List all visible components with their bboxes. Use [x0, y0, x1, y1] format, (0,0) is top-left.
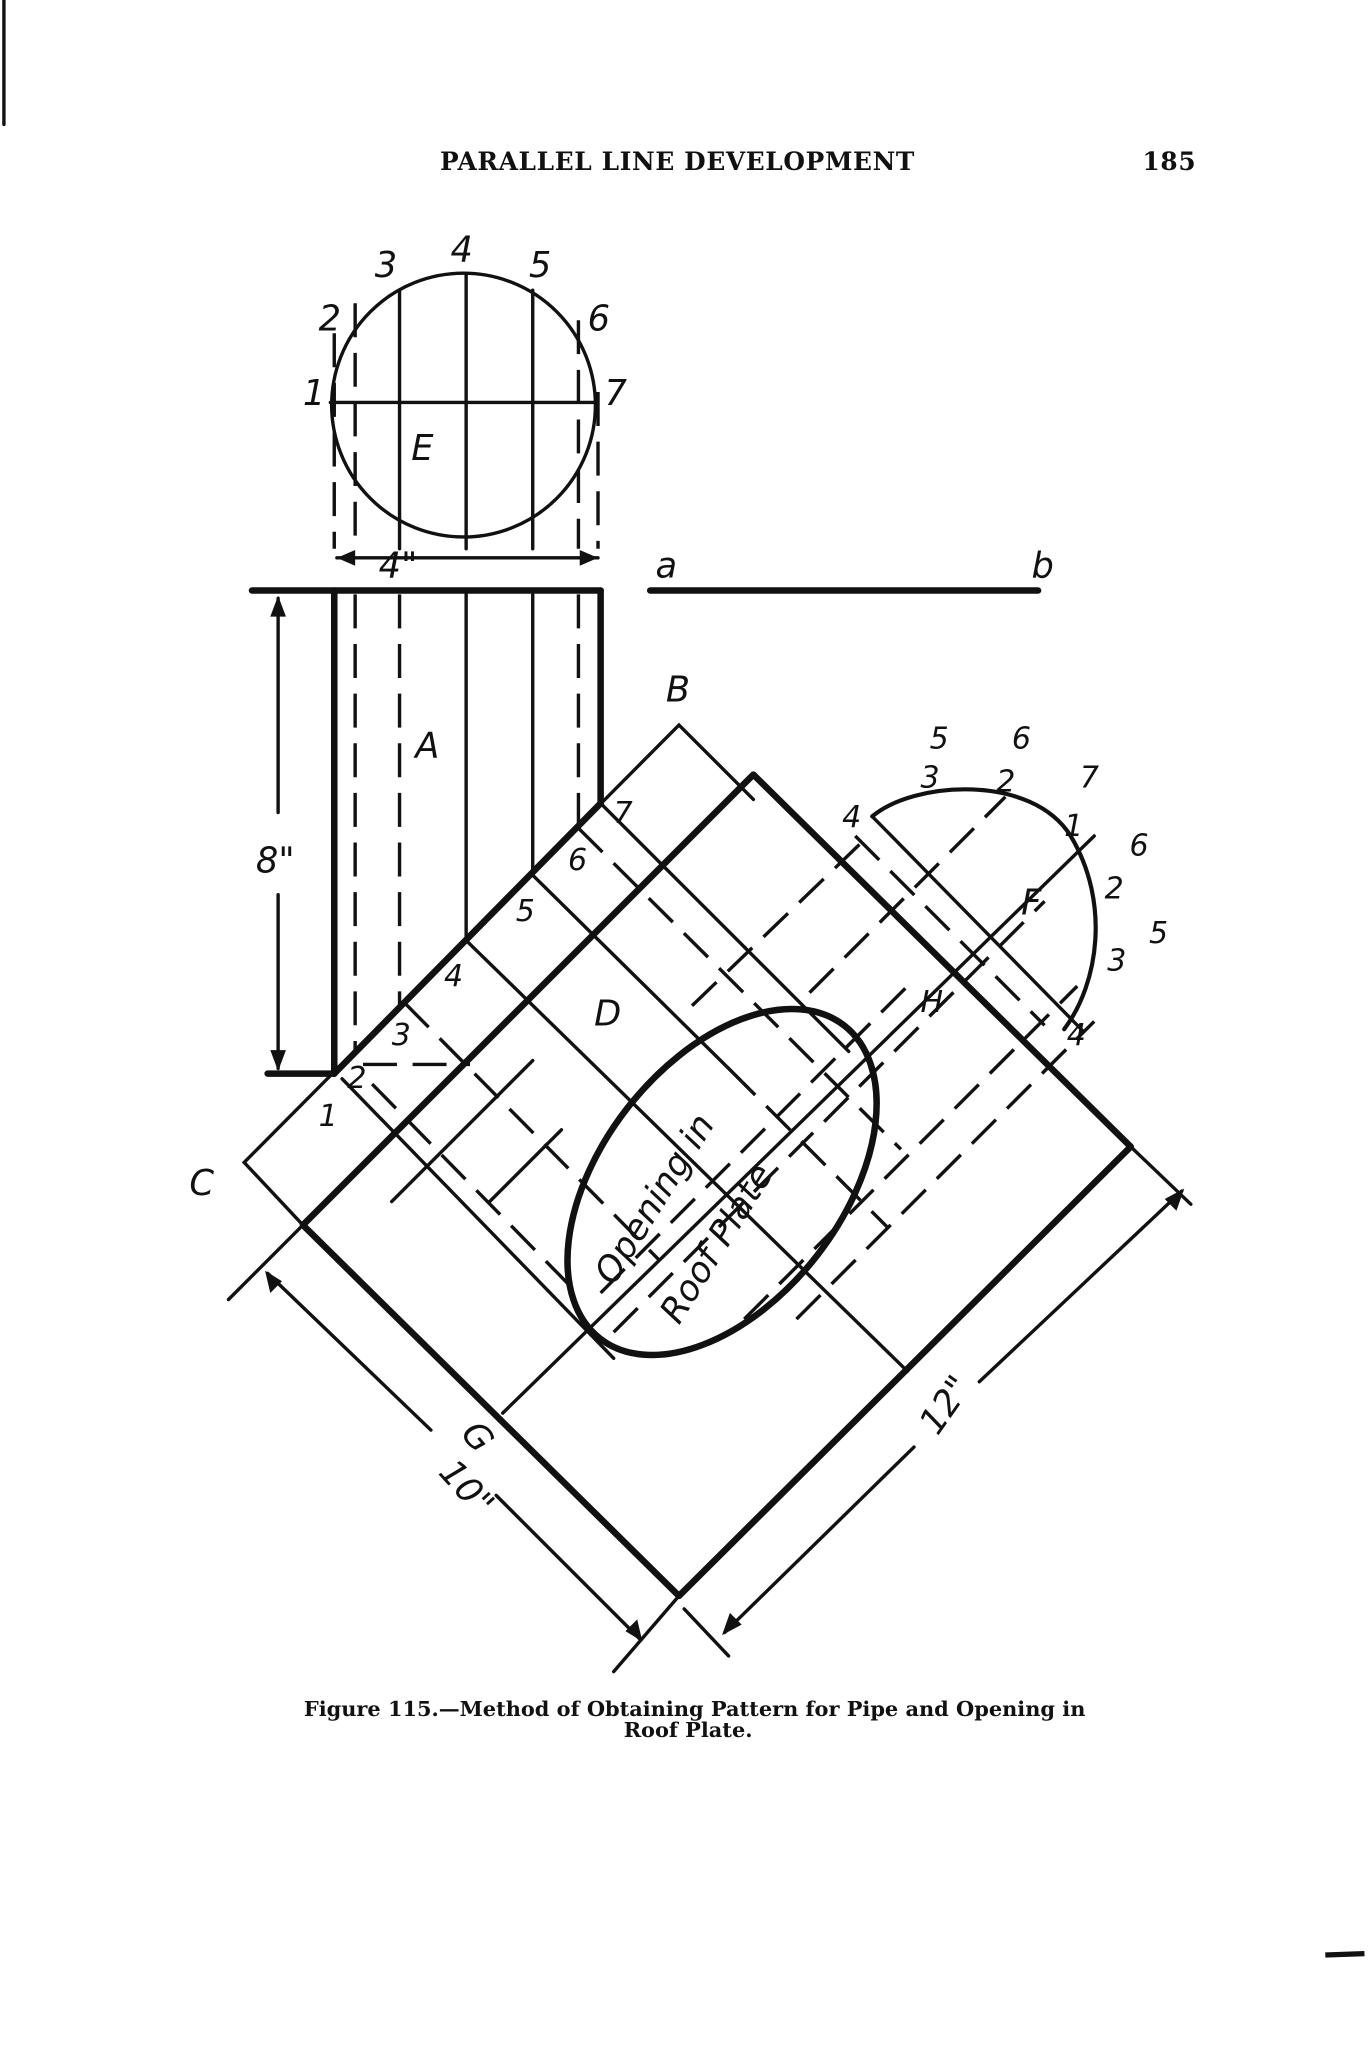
pattern-point: 7 [1080, 761, 1099, 796]
pattern-point: 2 [996, 765, 1015, 800]
pattern-point: 5 [930, 721, 949, 756]
figure-caption-line1: Figure 115.—Method of Obtaining Pattern … [304, 1696, 1085, 1721]
corner-label-c: C [189, 1163, 214, 1204]
region-label-h: H [921, 985, 944, 1020]
pipe-section-circle [328, 271, 600, 551]
circle-point-2: 2 [319, 299, 341, 340]
scan-mark [1325, 1951, 1365, 1958]
dim-line-12 [722, 1445, 916, 1635]
roof-point-7: 7 [614, 796, 633, 831]
dim-line-10 [265, 1271, 433, 1432]
circle-point-3: 3 [375, 245, 397, 286]
circle-point-5: 5 [529, 245, 551, 286]
roof-point-2: 2 [347, 1061, 366, 1096]
region-label-d: D [594, 993, 621, 1034]
pattern-point: 4 [842, 800, 861, 835]
pattern-point: 2 [1105, 872, 1124, 907]
dim-10-label: 10" [431, 1452, 502, 1525]
roof-point-6: 6 [568, 843, 587, 878]
pattern-point: 6 [1129, 829, 1148, 864]
pattern-point: 1 [1064, 809, 1083, 844]
region-label-f: F [1021, 882, 1042, 923]
pipe-elevation [248, 587, 604, 1077]
figure-caption-line2: Roof Plate. [624, 1717, 753, 1742]
roof-plate-square [299, 771, 1135, 1600]
dim-12-label: 12" [911, 1368, 980, 1442]
pattern-point: 3 [921, 761, 940, 796]
pattern-point: 5 [1149, 916, 1168, 951]
roof-point-3: 3 [392, 1018, 411, 1053]
circle-point-7: 7 [605, 373, 628, 414]
circle-point-4: 4 [450, 229, 472, 270]
projection-lines [340, 795, 1096, 1415]
roof-point-1: 1 [319, 1099, 338, 1134]
pattern-point: 4 [1067, 1018, 1086, 1053]
pipe-label-a: A [413, 726, 439, 767]
dim-4-label: 4" [379, 545, 418, 586]
page-number: 185 [1143, 147, 1197, 176]
running-header: PARALLEL LINE DEVELOPMENT [440, 147, 915, 176]
label-b: b [1032, 545, 1054, 586]
circle-point-1: 1 [303, 373, 325, 414]
circle-label-e: E [411, 428, 434, 469]
pattern-point: 6 [1012, 721, 1031, 756]
roof-plate-outline [226, 722, 1193, 1674]
label-a: a [655, 545, 677, 586]
corner-label-b: B [666, 669, 690, 710]
roof-point-5: 5 [516, 894, 535, 929]
pattern-arc-f [870, 787, 1098, 1032]
pipe-roof-line [330, 800, 604, 1077]
figure-diagram: 1 2 3 4 5 6 7 E 4" a b A [189, 229, 1193, 1674]
circle-point-6: 6 [588, 299, 610, 340]
dim-8-label: 8" [256, 841, 295, 882]
opening-ellipse [564, 1005, 880, 1359]
pattern-point: 3 [1107, 943, 1126, 978]
roof-point-4: 4 [444, 959, 463, 994]
